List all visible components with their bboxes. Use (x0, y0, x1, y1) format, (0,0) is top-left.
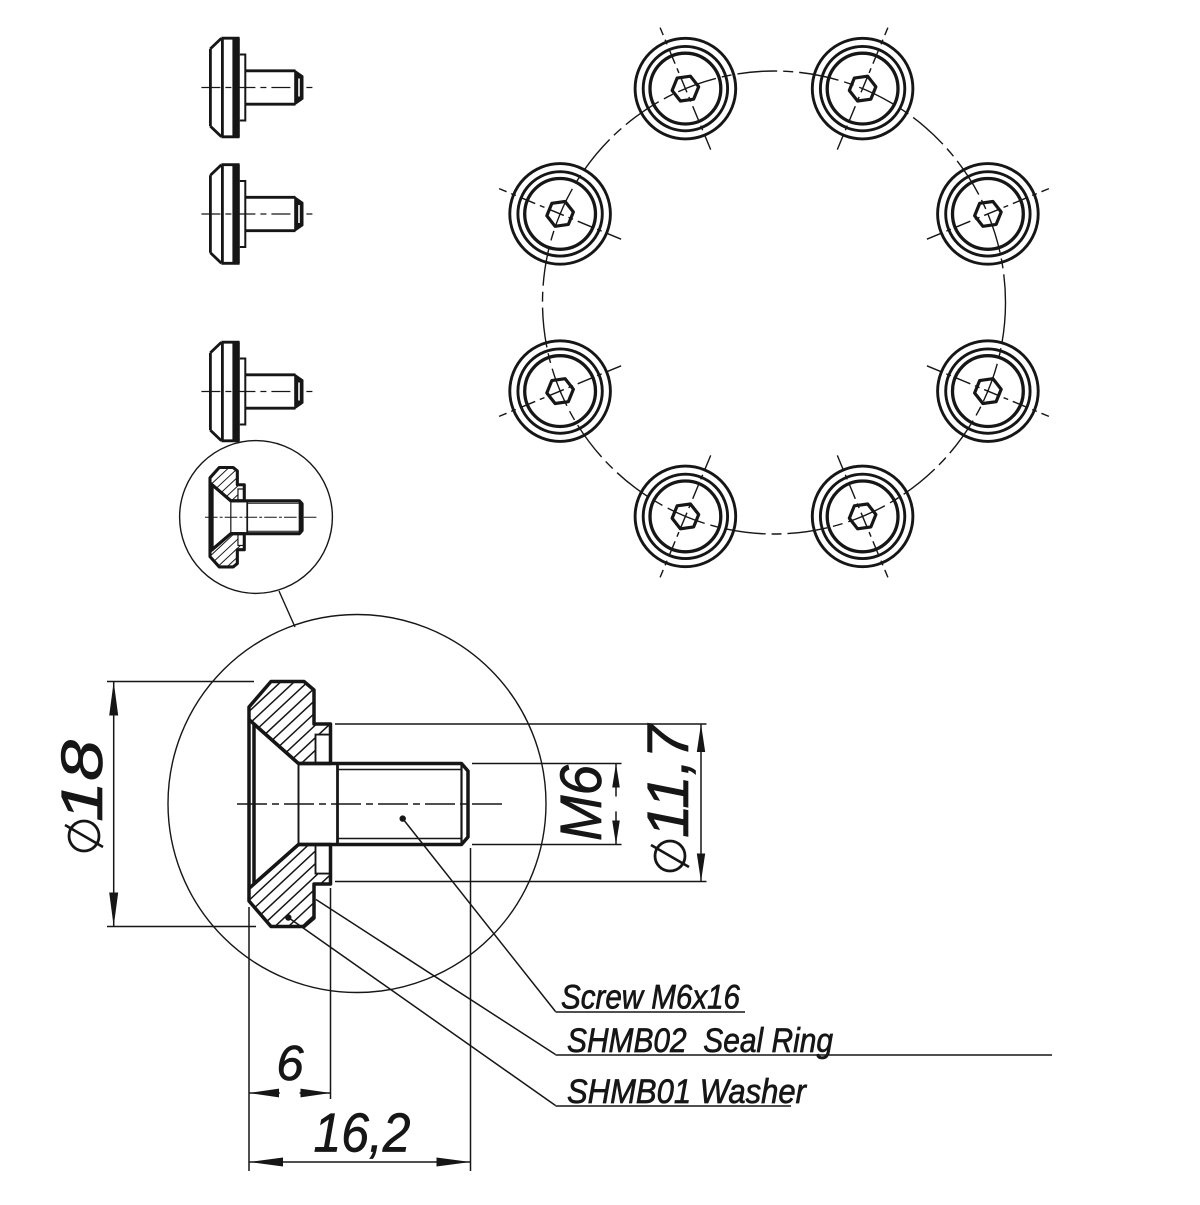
svg-text:11,7: 11,7 (636, 722, 701, 838)
svg-text:SHMB02 Seal Ring: SHMB02 Seal Ring (567, 1022, 833, 1060)
svg-text:18: 18 (50, 740, 115, 822)
svg-text:SHMB01 Washer: SHMB01 Washer (567, 1073, 808, 1111)
svg-text:Screw M6x16: Screw M6x16 (561, 979, 740, 1017)
svg-text:6: 6 (276, 1037, 304, 1091)
svg-text:M6: M6 (549, 764, 614, 841)
svg-text:16,2: 16,2 (314, 1102, 411, 1164)
